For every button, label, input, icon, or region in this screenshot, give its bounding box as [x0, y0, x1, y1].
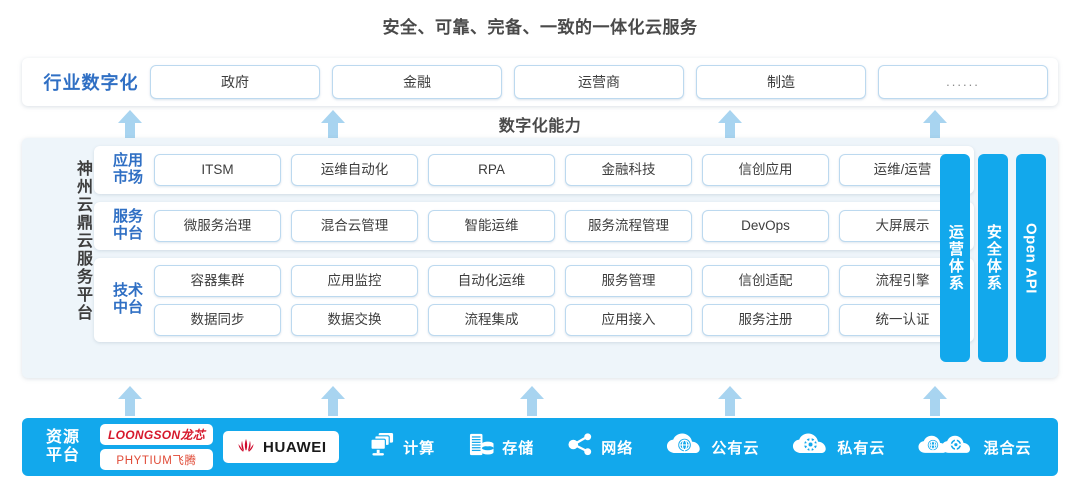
platform-row-service-midplatform: 服务 中台 微服务治理 混合云管理 智能运维 服务流程管理 DevOps 大屏展…	[94, 202, 974, 250]
chip-application-monitoring[interactable]: 应用监控	[291, 264, 418, 297]
resource-item-network[interactable]: 网络	[567, 432, 633, 462]
resource-item-storage[interactable]: 存储	[468, 432, 534, 462]
platform-row-list: 应用 市场 ITSM 运维自动化 RPA 金融科技 信创应用 运维/运营	[94, 146, 974, 350]
chip-rpa[interactable]: RPA	[428, 154, 555, 186]
pillar-security-system[interactable]: 安全体系	[978, 154, 1008, 362]
up-arrow-icon	[718, 110, 742, 140]
chip-fintech[interactable]: 金融科技	[565, 154, 692, 186]
resource-item-hybrid-cloud[interactable]: 混合云	[918, 432, 1031, 462]
chip-application-access[interactable]: 应用接入	[565, 303, 692, 336]
huawei-flower-icon	[235, 438, 257, 456]
resource-platform-label: 资源 平台	[45, 428, 80, 464]
vendor-logo-phytium: PHYTIUM飞腾	[100, 449, 214, 470]
up-arrow-icon	[520, 386, 544, 416]
page-title: 安全、可靠、完备、一致的一体化云服务	[382, 18, 698, 37]
row-label-application-market: 应用 市场	[112, 152, 143, 186]
public-cloud-icon	[666, 432, 704, 462]
chip-ops-automation[interactable]: 运维自动化	[291, 154, 418, 186]
up-arrow-icon	[718, 386, 742, 416]
industry-band-label: 行业数字化	[43, 73, 139, 93]
resource-platform-bar: 资源 平台 LOONGSON龙芯 PHYTIUM飞腾	[22, 418, 1058, 476]
resource-item-compute[interactable]: 计算	[369, 432, 435, 462]
cloud-service-platform-panel: 神州云鼎云服务平台 应用 市场 ITSM 运维自动化 RPA 金融科技 信创应用…	[22, 138, 1058, 378]
chip-devops[interactable]: DevOps	[702, 210, 829, 242]
storage-icon	[468, 432, 495, 462]
industry-card-operator[interactable]: 运营商	[514, 65, 684, 99]
up-arrow-icon	[321, 386, 345, 416]
private-cloud-icon	[792, 432, 830, 462]
pillar-open-api[interactable]: Open API	[1016, 154, 1046, 362]
chip-hybrid-cloud-management[interactable]: 混合云管理	[291, 210, 418, 242]
network-icon	[567, 432, 594, 462]
industry-card-list: 政府 金融 运营商 制造 ......	[150, 65, 1048, 99]
chip-microservice-governance[interactable]: 微服务治理	[154, 210, 281, 242]
chip-service-process-management[interactable]: 服务流程管理	[565, 210, 692, 242]
chip-vendor-stack: LOONGSON龙芯 PHYTIUM飞腾	[100, 424, 214, 470]
industry-card-manufacturing[interactable]: 制造	[696, 65, 866, 99]
platform-row-technical-midplatform: 技术 中台 容器集群 应用监控 自动化运维 服务管理 信创适配 流程引擎 数据同…	[94, 258, 974, 342]
up-arrow-icon	[923, 110, 947, 140]
up-arrow-icon	[923, 386, 947, 416]
industry-card-finance[interactable]: 金融	[332, 65, 502, 99]
chip-data-sync[interactable]: 数据同步	[154, 303, 281, 336]
capability-label: 数字化能力	[498, 118, 582, 135]
resource-item-public-cloud[interactable]: 公有云	[666, 432, 759, 462]
up-arrow-icon	[118, 110, 142, 140]
up-arrow-icon	[118, 386, 142, 416]
up-arrow-icon	[321, 110, 345, 140]
chip-data-exchange[interactable]: 数据交换	[291, 303, 418, 336]
chip-automated-ops[interactable]: 自动化运维	[428, 264, 555, 297]
chip-itsm[interactable]: ITSM	[154, 154, 281, 186]
chip-xinchuang-app[interactable]: 信创应用	[702, 154, 829, 186]
chip-process-integration[interactable]: 流程集成	[428, 303, 555, 336]
hybrid-cloud-icon	[918, 432, 976, 462]
platform-pillar-list: 运营体系 安全体系 Open API	[940, 154, 1046, 362]
industry-card-government[interactable]: 政府	[150, 65, 320, 99]
chip-service-registry[interactable]: 服务注册	[702, 303, 829, 336]
row-label-technical-midplatform: 技术 中台	[112, 282, 143, 316]
vendor-logo-loongson: LOONGSON龙芯	[100, 424, 214, 445]
compute-icon	[369, 432, 396, 462]
chip-xinchuang-adaptation[interactable]: 信创适配	[702, 264, 829, 297]
chip-aiops[interactable]: 智能运维	[428, 210, 555, 242]
industry-card-more[interactable]: ......	[878, 65, 1048, 99]
pillar-operation-system[interactable]: 运营体系	[940, 154, 970, 362]
chip-container-cluster[interactable]: 容器集群	[154, 264, 281, 297]
platform-vertical-label: 神州云鼎云服务平台	[74, 160, 91, 322]
resource-item-list: 计算	[353, 432, 1048, 462]
vendor-logo-huawei: HUAWEI	[223, 431, 339, 463]
resource-item-private-cloud[interactable]: 私有云	[792, 432, 885, 462]
row-label-service-midplatform: 服务 中台	[112, 208, 143, 242]
platform-row-application-market: 应用 市场 ITSM 运维自动化 RPA 金融科技 信创应用 运维/运营	[94, 146, 974, 194]
industry-digitalization-band: 行业数字化 政府 金融 运营商 制造 ......	[22, 58, 1058, 106]
chip-service-management[interactable]: 服务管理	[565, 264, 692, 297]
